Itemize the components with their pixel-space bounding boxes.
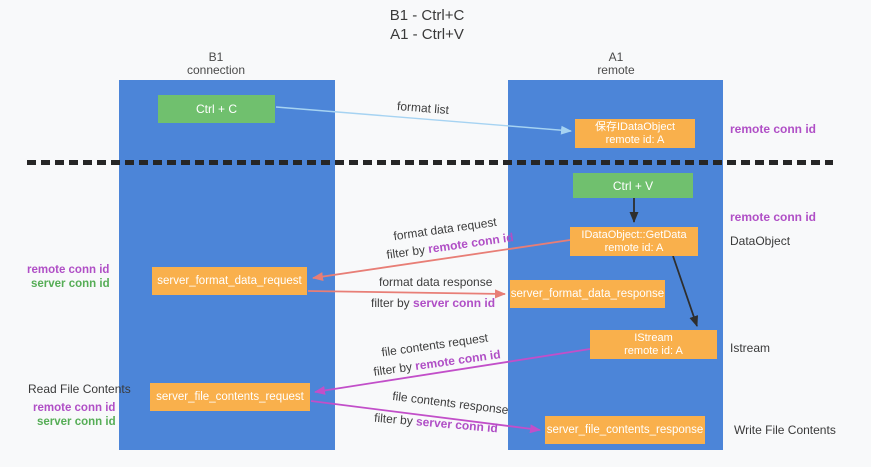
node-getdata-line2: remote id: A <box>604 241 664 254</box>
node-idataobject-getdata: IDataObject::GetData remote id: A <box>570 227 698 256</box>
node-save-idataobject: 保存IDataObject remote id: A <box>575 119 695 148</box>
annotation-read-file-contents: Read File Contents <box>28 382 131 396</box>
lane-a1-title: A1 <box>608 50 624 64</box>
annotation-remote-conn-id-top-right: remote conn id <box>730 122 817 136</box>
annotation-remote-conn-id-file-left: remote conn id <box>33 402 116 414</box>
filter-by-text: filter by <box>373 410 417 429</box>
edge-label-format-list: format list <box>396 98 450 118</box>
edge-label-filter-by-server-conn-id-file: filter by server conn id <box>374 411 499 436</box>
lane-b1-subtitle: connection <box>186 63 246 77</box>
annotation-istream: Istream <box>730 341 771 355</box>
filter-by-text: filter by <box>371 296 414 310</box>
node-getdata-line1: IDataObject::GetData <box>581 228 687 241</box>
lane-header-b1: B1 connection <box>156 51 276 77</box>
filter-by-text: filter by <box>372 359 417 379</box>
annotation-server-conn-id-file-left: server conn id <box>37 416 116 428</box>
annotation-remote-conn-id-mid-right: remote conn id <box>730 210 817 224</box>
node-istream: IStream remote id: A <box>590 330 717 359</box>
server-conn-id-text: server conn id <box>413 296 496 310</box>
node-server-format-data-response: server_format_data_response <box>510 280 665 308</box>
diagram-title: B1 - Ctrl+C A1 - Ctrl+V <box>277 6 577 44</box>
annotation-write-file-contents: Write File Contents <box>734 423 836 437</box>
node-save-idataobject-line1: 保存IDataObject <box>594 120 676 133</box>
annotation-remote-conn-id-format-left: remote conn id <box>27 264 110 276</box>
arrow-format-data-response <box>307 289 506 299</box>
node-save-idataobject-line2: remote id: A <box>605 133 665 146</box>
lane-header-a1: A1 remote <box>556 51 676 77</box>
title-line-1: B1 - Ctrl+C <box>389 7 465 24</box>
filter-by-text: filter by <box>385 242 430 262</box>
node-server-file-contents-request: server_file_contents_request <box>150 383 310 411</box>
dashed-separator-line <box>27 160 833 165</box>
node-istream-line1: IStream <box>634 331 673 344</box>
node-server-file-contents-response: server_file_contents_response <box>545 416 705 444</box>
annotation-server-conn-id-format-left: server conn id <box>31 278 110 290</box>
annotation-dataobject: DataObject <box>730 234 791 248</box>
server-conn-id-text: server conn id <box>415 414 499 436</box>
node-server-format-data-request: server_format_data_request <box>152 267 307 295</box>
title-line-2: A1 - Ctrl+V <box>390 26 464 43</box>
node-ctrl-v: Ctrl + V <box>573 173 693 198</box>
edge-label-filter-by-server-conn-id-format: filter by server conn id <box>371 296 495 310</box>
lane-b1-title: B1 <box>208 50 224 64</box>
lane-a1-subtitle: remote <box>597 63 635 77</box>
node-istream-line2: remote id: A <box>624 344 683 357</box>
node-ctrl-c: Ctrl + C <box>158 95 275 123</box>
edge-label-format-data-response: format data response <box>379 275 493 289</box>
